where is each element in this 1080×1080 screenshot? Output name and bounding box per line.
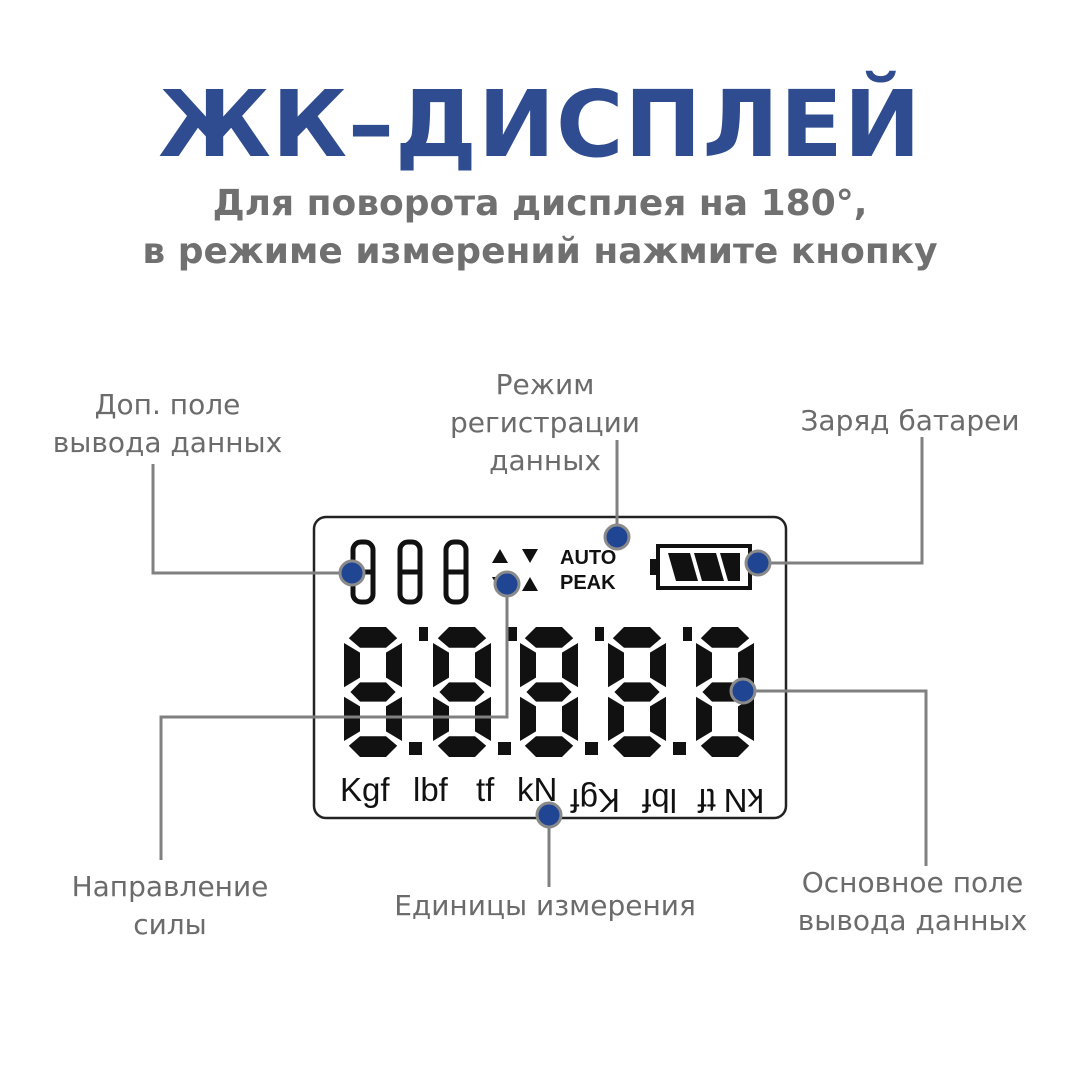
- leader-force-direction: [159, 584, 509, 860]
- marker-force-direction: [493, 570, 521, 598]
- label-record-mode-line-1: Режим: [495, 368, 595, 401]
- unit-lbf-mirrored: lbf: [641, 782, 677, 819]
- marker-record-mode: [603, 523, 631, 551]
- label-aux-field-line-2: вывода данных: [52, 426, 283, 459]
- leader-battery: [758, 437, 924, 565]
- decimal-point-1: [409, 742, 422, 755]
- decimal-point-2: [498, 742, 511, 755]
- label-record-mode: Режим регистрации данных: [430, 366, 660, 480]
- leader-lines: [151, 437, 928, 887]
- arrow-up-icon: [492, 549, 538, 591]
- colon-mark-2: [508, 627, 517, 641]
- battery-icon: [650, 544, 752, 590]
- peak-indicator: PEAK: [560, 572, 616, 594]
- unit-lbf: lbf: [413, 771, 449, 808]
- label-force-direction-line-1: Направление: [71, 870, 269, 903]
- label-record-mode-line-2: регистрации: [450, 406, 640, 439]
- label-force-direction-line-2: силы: [133, 908, 207, 941]
- page-title: ЖК–ДИСПЛЕЙ: [158, 71, 922, 178]
- leader-main-field: [743, 689, 928, 866]
- label-units: Единицы измерения: [394, 889, 696, 922]
- colon-mark-4: [683, 627, 692, 641]
- main-digit-4: [608, 627, 666, 757]
- label-aux-field-line-1: Доп. поле: [94, 388, 241, 421]
- label-main-field-line-2: вывода данных: [797, 904, 1028, 937]
- unit-tf-mirrored: tf: [697, 782, 716, 819]
- colon-mark-3: [595, 627, 604, 641]
- marker-battery: [744, 549, 772, 577]
- label-main-field-line-1: Основное поле: [801, 866, 1024, 899]
- marker-main-field: [729, 677, 757, 705]
- units-row: Kgf lbf tf kN kN tf lbf Kgf: [340, 771, 764, 819]
- subtitle-line-2: в режиме измерений нажмите кнопку: [142, 231, 938, 272]
- main-digit-1: [344, 627, 402, 757]
- label-force-direction: Направление силы: [55, 868, 285, 944]
- label-aux-field: Доп. поле вывода данных: [40, 386, 295, 462]
- label-battery: Заряд батареи: [800, 404, 1020, 437]
- unit-kgf: Kgf: [340, 771, 390, 808]
- decimal-point-3: [585, 742, 598, 755]
- colon-mark-1: [419, 627, 428, 641]
- main-digit-2: [433, 627, 491, 757]
- label-main-field: Основное поле вывода данных: [785, 864, 1040, 940]
- unit-kn-mirrored: kN: [724, 782, 764, 819]
- marker-units: [535, 801, 563, 829]
- unit-kgf-mirrored: Kgf: [570, 782, 620, 819]
- markers: [338, 523, 772, 829]
- label-record-mode-line-3: данных: [489, 444, 601, 477]
- auto-indicator: AUTO: [560, 547, 616, 569]
- leader-aux-field: [151, 464, 352, 575]
- subtitle-line-1: Для поворота дисплея на 180°,: [212, 183, 868, 224]
- main-digit-3: [520, 627, 578, 757]
- unit-tf: tf: [476, 771, 495, 808]
- marker-aux-field: [338, 559, 366, 587]
- decimal-point-4: [673, 742, 686, 755]
